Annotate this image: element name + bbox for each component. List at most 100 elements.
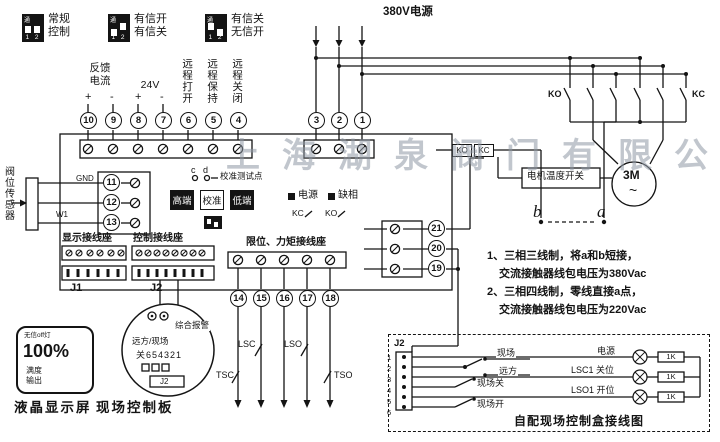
dip3-label-line1: 有信关 — [231, 13, 264, 25]
ko-kc-contactor-contacts — [563, 58, 687, 165]
input-terminal-stubs — [87, 104, 239, 140]
right-terminal-block-wires — [364, 157, 484, 338]
terminal-7: 7 — [155, 112, 172, 129]
dip-slider — [120, 23, 126, 30]
dip-on-label: 通 — [24, 18, 31, 24]
motor-temp-switch-label: 电机温度开关 — [527, 171, 585, 182]
dip3-label-line2: 无信开 — [231, 26, 264, 38]
phase-loss-led — [328, 193, 335, 200]
terminal-17: 17 — [299, 290, 316, 307]
kc-relay-label: KC — [292, 208, 304, 218]
box-pin-numbers: 123456 — [384, 353, 394, 419]
test-point-d-label: d — [203, 165, 209, 175]
phase-loss-indicator-label: 缺相 — [338, 190, 358, 201]
cal-low-box: 低端 — [230, 190, 254, 210]
ko-relay-label: KO — [325, 208, 338, 218]
motor-symbol — [497, 157, 657, 207]
note-line-3: 2、三相四线制，零线直接a点， — [487, 286, 643, 298]
lcd-line-3: 满度 — [26, 366, 42, 375]
dip-slider — [25, 26, 31, 33]
dip-on-label: 通 — [110, 18, 117, 24]
note-line-4: 交流接触器线包电压为220Vac — [499, 304, 647, 316]
j1-connector-label: J1 — [70, 282, 83, 294]
lcd-top-line: 无信off灯 — [24, 332, 51, 339]
sensor-potentiometer — [12, 177, 130, 231]
dip2-label-line2: 有信关 — [134, 26, 167, 38]
indicator-contact-ticks — [304, 210, 346, 218]
note-line-2: 交流接触器线包电压为380Vac — [499, 268, 647, 280]
terminal-9: 9 — [105, 112, 122, 129]
control-block-label: 控制接线座 — [133, 233, 183, 244]
terminal-10: 10 — [80, 112, 97, 129]
control-box-wiring — [395, 338, 701, 411]
v24-plus: + — [135, 91, 142, 103]
w1-label: W1 — [56, 210, 68, 219]
power-supply-label: 380V电源 — [383, 6, 433, 18]
calibration-test-point-label: 校准测试点 — [220, 171, 263, 181]
dial-scale-label: 关654321 — [136, 350, 183, 360]
remote-hold-label: 远程保持 — [206, 58, 219, 104]
dial-alarm-label: 综合报警 — [174, 320, 211, 331]
link-point-a: a — [597, 202, 606, 221]
resistor-1k-label: 1K — [666, 392, 676, 401]
terminal-12: 12 — [103, 194, 120, 211]
terminal-8: 8 — [130, 112, 147, 129]
terminal-5: 5 — [205, 112, 222, 129]
field-open-switch-label: 现场开 — [476, 399, 506, 410]
v24-minus: - — [160, 91, 164, 103]
dip2-label-line1: 有信开 — [134, 13, 167, 25]
three-phase-lines — [314, 56, 688, 76]
tsc-label: TSC — [216, 370, 234, 380]
motor-3m-label: 3M — [623, 168, 640, 182]
terminal-15: 15 — [253, 290, 270, 307]
box-j2-label: J2 — [394, 338, 405, 349]
dip-slider — [111, 29, 117, 36]
display-block-label: 显示接线座 — [62, 233, 112, 244]
v24-label: 24V — [140, 79, 160, 91]
motor-sine-label: ~ — [629, 182, 638, 198]
ko-coil-box: KO — [452, 144, 472, 157]
relay-coil-wires — [436, 121, 640, 225]
terminal-11: 11 — [103, 174, 120, 191]
dip-pin-numbers: 1 2 — [25, 34, 41, 41]
dip-slider — [214, 222, 218, 227]
gnd-label: GND — [76, 174, 94, 183]
dip-switch-1: 通 1 2 — [22, 14, 44, 42]
control-box-title: 自配现场控制盒接线图 — [514, 414, 645, 428]
feedback-label-1: 反馈 — [89, 62, 111, 74]
valve-position-sensor-label: 阀位传感器 — [2, 166, 14, 221]
terminal-16: 16 — [276, 290, 293, 307]
power-led — [288, 193, 295, 200]
terminal-2: 2 — [331, 112, 348, 129]
feedback-plus: + — [85, 91, 92, 103]
dip-on-label: 通 — [207, 18, 214, 24]
feedback-minus: - — [110, 91, 114, 103]
j1-j2-connector-pins — [65, 268, 205, 305]
field-switch-label: 现场 — [496, 348, 517, 359]
field-control-box-outline — [388, 334, 710, 432]
dip-switch-2: 通 1 2 — [108, 14, 130, 42]
terminal-3: 3 — [308, 112, 325, 129]
dial-mode-label: 远方/现场 — [132, 336, 169, 346]
lamp-open-label: LSO1 开位 — [570, 385, 616, 396]
terminal-18: 18 — [322, 290, 339, 307]
dip1-label-line1: 常规 — [48, 13, 70, 25]
test-point-c-label: c — [191, 165, 196, 175]
remote-switch-label: 远方 — [498, 366, 519, 377]
lso-label: LSO — [284, 339, 303, 349]
dip-slider — [208, 23, 214, 30]
lcd-caption: 液晶显示屏 — [14, 400, 92, 415]
lcd-line-4: 输出 — [26, 376, 42, 385]
limit-torque-output-lines — [231, 268, 334, 408]
resistor-1k-label: 1K — [666, 372, 676, 381]
lsc-label: LSC — [238, 339, 256, 349]
lamp-close-label: LSC1 关位 — [570, 365, 616, 376]
cal-dip-switch — [204, 216, 222, 229]
dial-graphics — [121, 303, 215, 397]
field-control-board-caption: 现场控制板 — [96, 400, 174, 415]
dial-j2-label: J2 — [160, 377, 169, 386]
j2-connector-label: J2 — [150, 282, 163, 294]
kc-coil-box: KC — [474, 144, 494, 157]
tso-label: TSO — [334, 370, 353, 380]
